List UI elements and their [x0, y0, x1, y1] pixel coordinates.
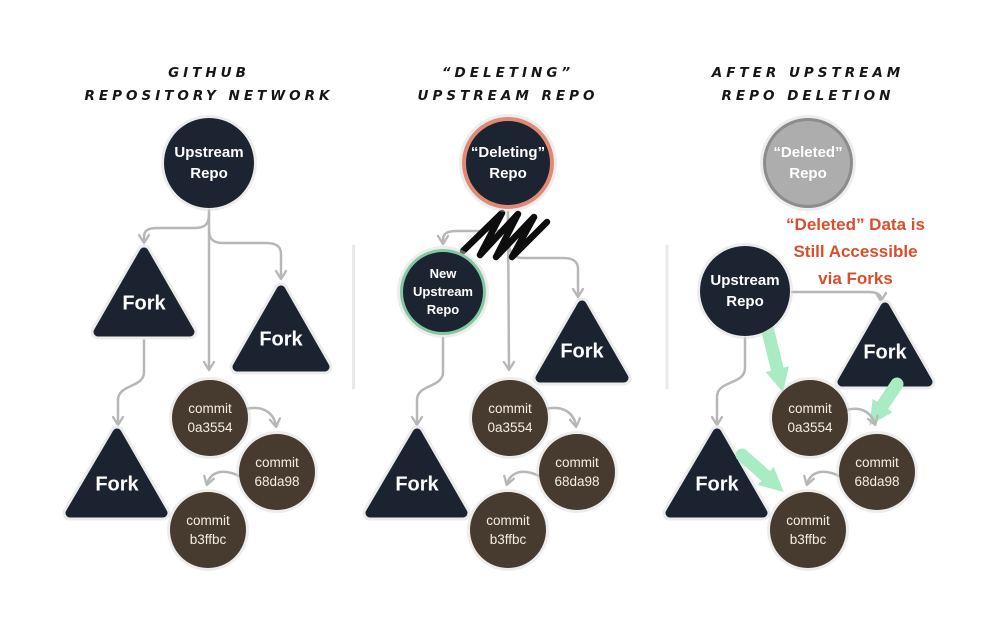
connector-commit2-to-commit3 — [203, 470, 243, 487]
fork-bottom-p2 — [362, 425, 471, 521]
fork-right-label-p1: Fork — [259, 328, 303, 351]
deleting-repo-label-line2: Repo — [489, 165, 527, 182]
deleted-repo-node-p3: “Deleted” Repo — [763, 118, 853, 208]
upstream-repo-node-p3: Upstream Repo — [700, 246, 790, 336]
commit-word: commit — [188, 401, 232, 416]
connector-newupstream-to-bottomfork — [410, 336, 445, 427]
panel2-title-line2: UPSTREAM REPO — [417, 88, 599, 104]
commit-word: commit — [555, 455, 599, 470]
connector-leftfork-to-bottomfork — [111, 333, 146, 427]
commit-word: commit — [786, 513, 830, 528]
fork-bottom-p1 — [62, 425, 171, 521]
connector-commit1-to-commit2 — [244, 406, 282, 429]
panel2-title-line1: “DELETING” — [441, 65, 575, 81]
commit-word: commit — [255, 455, 299, 470]
scribble-strikethrough — [459, 209, 551, 261]
commit-hash: 0a3554 — [187, 420, 233, 435]
commit-hash: 68da98 — [254, 474, 300, 489]
connectors-panel3 — [710, 290, 888, 487]
deleted-repo-label-line2: Repo — [789, 165, 827, 182]
panel3-title: AFTER UPSTREAM REPO DELETION — [638, 62, 978, 108]
connector-root-to-right-fork — [506, 232, 585, 299]
connectors-panel1 — [111, 208, 288, 487]
connector-root-to-left-fork — [137, 212, 211, 245]
commit-word: commit — [788, 401, 832, 416]
deleting-repo-node-p2: “Deleting” Repo — [462, 117, 554, 209]
commit-hash: 68da98 — [854, 474, 900, 489]
green-arrow-fork-to-commit3 — [735, 448, 784, 492]
commit-node-b3ffbc-p1: commit b3ffbc — [170, 492, 246, 568]
new-upstream-label-line2: Upstream — [413, 284, 473, 299]
fork-bottom-label-p3: Fork — [695, 473, 739, 496]
panel1-title-line2: REPOSITORY NETWORK — [84, 88, 334, 104]
fork-right-label-p2: Fork — [560, 340, 604, 363]
connectors-panel2 — [410, 210, 585, 487]
commit-hash: 0a3554 — [487, 420, 533, 435]
upstream-repo-label-line2: Repo — [726, 293, 764, 310]
connector-commit2-to-commit3 — [803, 470, 843, 487]
deleting-repo-label-line1: “Deleting” — [470, 144, 546, 161]
annotation-line2: Still Accessible — [793, 242, 918, 261]
commit-hash: b3ffbc — [489, 532, 527, 547]
commit-word: commit — [488, 401, 532, 416]
fork-right-p2 — [532, 297, 632, 386]
fork-left-p1 — [90, 244, 198, 340]
fork-bottom-p3 — [662, 425, 771, 521]
commit-word: commit — [186, 513, 230, 528]
connector-commit2-to-commit3 — [503, 470, 543, 487]
commit-node-68da98-p2: commit 68da98 — [539, 434, 615, 510]
connector-root-to-right-fork — [790, 290, 888, 303]
connector-commit1-to-commit2-p3 — [844, 407, 879, 427]
fork-right-p3 — [834, 299, 936, 390]
panel3-title-line2: REPO DELETION — [721, 88, 895, 104]
green-arrow-fork-to-commit2 — [869, 377, 904, 426]
fork-bottom-label-p2: Fork — [395, 473, 439, 496]
new-upstream-label-line1: New — [429, 266, 457, 281]
connector-commit1-to-commit2 — [544, 406, 582, 429]
upstream-repo-label-line1: Upstream — [174, 144, 244, 161]
connector-root-to-right-fork — [207, 228, 288, 281]
new-upstream-label-line3: Repo — [426, 302, 460, 317]
commit-node-0a3554-p1: commit 0a3554 — [172, 380, 248, 456]
upstream-repo-label-line1: Upstream — [710, 272, 780, 289]
deleted-repo-label-line1: “Deleted” — [773, 144, 843, 161]
commit-node-0a3554-p2: commit 0a3554 — [472, 380, 548, 456]
annotation-line3: via Forks — [818, 269, 893, 288]
upstream-repo-node-p1: Upstream Repo — [164, 118, 254, 208]
commit-hash: 0a3554 — [787, 420, 833, 435]
commit-node-b3ffbc-p3: commit b3ffbc — [770, 492, 846, 568]
fork-triangles — [62, 244, 936, 521]
commit-hash: b3ffbc — [189, 532, 227, 547]
commit-word: commit — [855, 455, 899, 470]
upstream-repo-label-line2: Repo — [190, 165, 228, 182]
deleted-data-annotation: “Deleted” Data is Still Accessible via F… — [728, 211, 983, 292]
fork-bottom-label-p1: Fork — [95, 473, 139, 496]
panel2-title: “DELETING” UPSTREAM REPO — [338, 62, 678, 108]
connector-root-to-bottomfork — [710, 336, 747, 427]
commit-hash: 68da98 — [554, 474, 600, 489]
commit-word: commit — [486, 513, 530, 528]
new-upstream-repo-node-p2: New Upstream Repo — [400, 249, 486, 335]
commit-node-68da98-p3: commit 68da98 — [839, 434, 915, 510]
commit-hash: b3ffbc — [789, 532, 827, 547]
panel1-title-line1: GITHUB — [168, 65, 250, 81]
commit-node-0a3554-p3: commit 0a3554 — [772, 380, 848, 456]
panel3-title-line1: AFTER UPSTREAM — [711, 65, 905, 81]
fork-right-p1 — [229, 282, 333, 375]
fork-left-label-p1: Fork — [122, 292, 166, 315]
panel1-title: GITHUB REPOSITORY NETWORK — [39, 62, 379, 108]
commit-node-68da98-p1: commit 68da98 — [239, 434, 315, 510]
commit-node-b3ffbc-p2: commit b3ffbc — [470, 492, 546, 568]
fork-right-label-p3: Fork — [863, 341, 907, 364]
annotation-line1: “Deleted” Data is — [786, 215, 925, 234]
